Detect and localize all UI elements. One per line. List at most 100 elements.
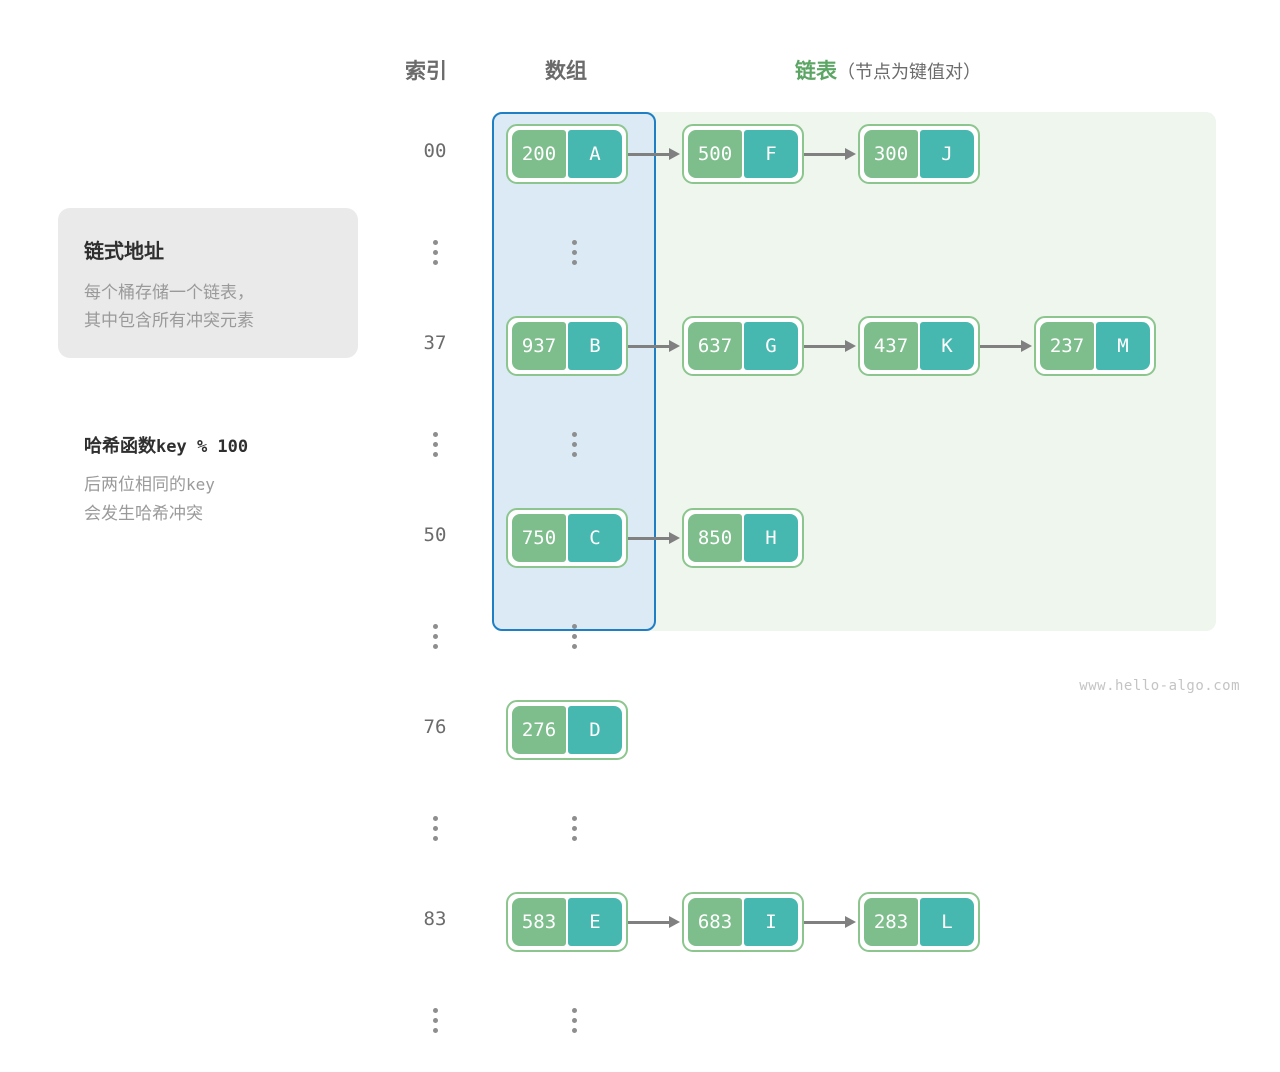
header-linked-list-label: 链表 xyxy=(795,60,837,83)
arrow-head xyxy=(669,532,680,544)
ellipsis-dot xyxy=(571,432,577,437)
header-linked-list: 链表（节点为键值对） xyxy=(795,55,981,85)
ellipsis-dot xyxy=(571,260,577,265)
arrow-shaft xyxy=(628,537,672,540)
node-value: F xyxy=(744,130,798,178)
arrow-head xyxy=(669,340,680,352)
ellipsis-dot xyxy=(571,250,577,255)
node-key: 200 xyxy=(512,130,566,178)
node-value: G xyxy=(744,322,798,370)
ellipsis-dot xyxy=(571,442,577,447)
arrow-head xyxy=(669,916,680,928)
arrow-head xyxy=(845,916,856,928)
arrow-head xyxy=(845,148,856,160)
ellipsis-dot xyxy=(571,240,577,245)
node-value: E xyxy=(568,898,622,946)
index-ellipsis-icon xyxy=(428,816,442,841)
header-linked-list-subtitle: （节点为键值对） xyxy=(837,62,981,82)
node-key: 437 xyxy=(864,322,918,370)
ellipsis-dot xyxy=(432,644,438,649)
ellipsis-dot xyxy=(432,452,438,457)
ellipsis-dot xyxy=(432,260,438,265)
next-pointer-arrow-icon xyxy=(804,147,858,161)
hash-function-title: 哈希函数key % 100 xyxy=(84,432,384,458)
ellipsis-dot xyxy=(571,1018,577,1023)
node-value: A xyxy=(568,130,622,178)
ellipsis-dot xyxy=(571,624,577,629)
node-value: J xyxy=(920,130,974,178)
arrow-shaft xyxy=(804,921,848,924)
bucket-index-label: 76 xyxy=(423,716,447,738)
ellipsis-dot xyxy=(432,1008,438,1013)
bucket-ellipsis-row xyxy=(0,400,1280,496)
node-key: 937 xyxy=(512,322,566,370)
hash-note-line1-text: 后两位相同的 xyxy=(84,475,186,494)
node-value: M xyxy=(1096,322,1150,370)
node-value: B xyxy=(568,322,622,370)
next-pointer-arrow-icon xyxy=(980,339,1034,353)
ellipsis-dot xyxy=(571,1008,577,1013)
ellipsis-dot xyxy=(432,250,438,255)
node-value: D xyxy=(568,706,622,754)
node-key: 276 xyxy=(512,706,566,754)
annotation-card-body: 每个桶存储一个链表， 其中包含所有冲突元素 xyxy=(84,283,254,330)
ellipsis-dot xyxy=(432,836,438,841)
ellipsis-dot xyxy=(432,432,438,437)
arrow-head xyxy=(845,340,856,352)
next-pointer-arrow-icon xyxy=(628,339,682,353)
arrow-shaft xyxy=(980,345,1024,348)
bucket-ellipsis-row xyxy=(0,592,1280,688)
ellipsis-dot xyxy=(571,816,577,821)
ellipsis-dot xyxy=(432,240,438,245)
bucket-ellipsis-row xyxy=(0,976,1280,1072)
ellipsis-dot xyxy=(571,452,577,457)
bucket-index-label: 00 xyxy=(423,140,447,162)
bucket-index-label: 83 xyxy=(423,908,447,930)
node-value: L xyxy=(920,898,974,946)
ellipsis-dot xyxy=(432,1028,438,1033)
array-ellipsis-icon xyxy=(567,1008,581,1033)
node-key: 750 xyxy=(512,514,566,562)
bucket-index-label: 37 xyxy=(423,332,447,354)
hash-note-line2: 会发生哈希冲突 xyxy=(84,503,203,523)
index-ellipsis-icon xyxy=(428,432,442,457)
node-key: 637 xyxy=(688,322,742,370)
node-key: 500 xyxy=(688,130,742,178)
node-value: K xyxy=(920,322,974,370)
arrow-shaft xyxy=(628,345,672,348)
bucket-ellipsis-row xyxy=(0,784,1280,880)
arrow-shaft xyxy=(628,153,672,156)
node-key: 583 xyxy=(512,898,566,946)
index-ellipsis-icon xyxy=(428,1008,442,1033)
ellipsis-dot xyxy=(571,644,577,649)
hash-note-line1-mono: key xyxy=(186,475,215,494)
node-key: 237 xyxy=(1040,322,1094,370)
node-key: 683 xyxy=(688,898,742,946)
node-value: I xyxy=(744,898,798,946)
hash-function-note: 哈希函数key % 100 后两位相同的key 会发生哈希冲突 xyxy=(84,432,384,528)
index-ellipsis-icon xyxy=(428,624,442,649)
next-pointer-arrow-icon xyxy=(628,915,682,929)
node-key: 850 xyxy=(688,514,742,562)
